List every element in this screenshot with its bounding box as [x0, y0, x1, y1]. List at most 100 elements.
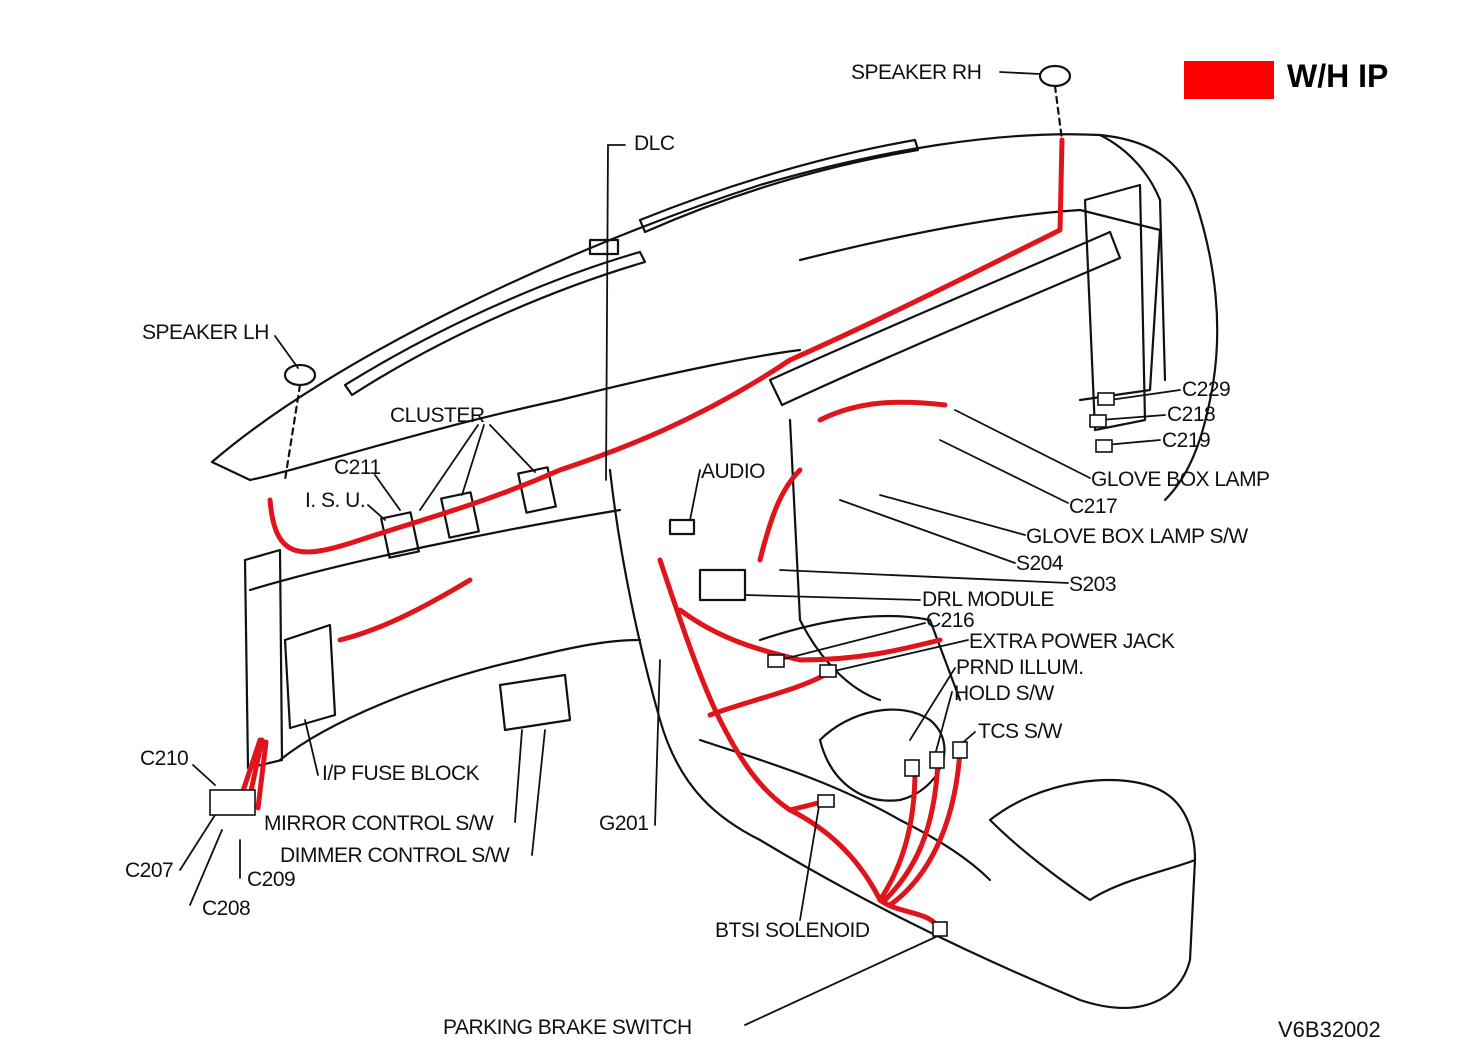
leader-c229 [1109, 389, 1181, 401]
label-dimmer-control-sw: DIMMER CONTROL S/W [280, 844, 510, 867]
harness-drl [757, 467, 803, 563]
label-btsi-solenoid: BTSI SOLENOID [715, 919, 870, 942]
audio-connector [668, 518, 696, 536]
harness-shifter-3 [887, 747, 963, 908]
connector-extra-power [819, 664, 837, 678]
right-bracket [1083, 183, 1147, 432]
label-audio: AUDIO [701, 460, 766, 483]
connector-hold [929, 751, 945, 769]
harness-console-branch [677, 607, 943, 663]
leader-glove-box-lamp-sw [879, 494, 1026, 536]
defrost-vent-long [343, 250, 647, 397]
label-c210: C210 [140, 747, 189, 770]
connector-c229 [1097, 392, 1115, 406]
leader-mirror-control [514, 729, 523, 823]
cluster-pod-1 [380, 511, 420, 559]
label-mirror-control-sw: MIRROR CONTROL S/W [264, 812, 494, 835]
leader-c208 [189, 829, 223, 906]
label-glove-box-lamp-sw: GLOVE BOX LAMP S/W [1026, 525, 1248, 548]
label-tcs-sw: TCS S/W [978, 720, 1063, 743]
cross-car-beam [768, 230, 1122, 407]
center-stack-left [608, 468, 762, 842]
dash-right-inner [1098, 133, 1167, 382]
leader-btsi [799, 799, 821, 921]
connector-prnd [904, 759, 920, 777]
label-extra-power-jack: EXTRA POWER JACK [969, 630, 1175, 653]
harness-center-drop [657, 557, 883, 903]
harness-shifter-2 [882, 757, 941, 903]
console-front [758, 614, 962, 702]
connector-c218 [1089, 414, 1107, 428]
harness-shifter-1 [877, 767, 918, 903]
dashboard-top-outline [210, 133, 1197, 464]
connector-tcs [952, 741, 968, 759]
leader-prnd-illum [909, 667, 956, 741]
speaker-lh-body [283, 363, 317, 387]
label-c207: C207 [125, 859, 174, 882]
connector-c210 [209, 789, 256, 816]
leader-parking-brake [744, 934, 941, 1026]
leader-cluster-3 [489, 424, 536, 473]
leader-dimmer-control [531, 729, 546, 856]
connector-c219 [1095, 439, 1113, 453]
connector-c216 [767, 654, 785, 668]
speaker-lh-lead [283, 383, 302, 482]
leader-cluster-1 [419, 424, 479, 511]
harness-extra-power [707, 669, 833, 718]
left-bracket [243, 548, 284, 770]
label-c219: C219 [1162, 429, 1211, 452]
console-lid [988, 778, 1197, 902]
harness-main-trunk [267, 137, 1065, 555]
label-isu: I. S. U. [305, 489, 366, 512]
label-parking-brake-switch: PARKING BRAKE SWITCH [443, 1016, 692, 1039]
leader-ip-fuse-block [304, 719, 319, 776]
label-dlc: DLC [634, 132, 675, 155]
leader-cluster-2 [461, 424, 485, 496]
leader-extra-power-jack [829, 639, 969, 673]
harness-parking-brake [877, 897, 943, 933]
label-c209: C209 [247, 868, 296, 891]
label-c217: C217 [1069, 495, 1118, 518]
speaker-rh-lead [1053, 84, 1064, 142]
leader-s204 [839, 499, 1016, 564]
leader-speaker-lh [274, 335, 299, 369]
leader-audio [689, 469, 701, 521]
label-c218: C218 [1167, 403, 1216, 426]
leader-c219 [1104, 439, 1161, 446]
shifter-gate [818, 708, 946, 802]
console-top [758, 838, 1197, 1009]
leader-g201 [654, 659, 661, 826]
label-speaker-rh: SPEAKER RH [851, 61, 982, 84]
fuse-block [283, 623, 337, 730]
label-speaker-lh: SPEAKER LH [142, 321, 269, 344]
label-c229: C229 [1182, 378, 1231, 401]
label-hold-sw: HOLD S/W [954, 682, 1054, 705]
knee-bolster [248, 508, 622, 592]
harness-glovebox [817, 399, 948, 423]
label-drl-module: DRL MODULE [922, 588, 1054, 611]
center-sensor [588, 238, 620, 256]
leader-dlc [605, 144, 626, 481]
leader-c211 [374, 474, 401, 511]
drawing-number: V6B32002 [1278, 1017, 1381, 1042]
connector-btsi [817, 794, 835, 808]
label-s203: S203 [1069, 573, 1117, 596]
label-c211: C211 [334, 456, 381, 479]
label-g201: G201 [599, 812, 649, 835]
connector-parking-brake [932, 921, 948, 937]
speaker-rh-body [1038, 64, 1072, 88]
dimmer-mirror-switch-body [498, 673, 572, 732]
glove-box-outline [798, 208, 1162, 402]
dash-right-side [1163, 198, 1219, 502]
leader-speaker-rh [999, 71, 1041, 75]
drl-module-body [698, 568, 747, 602]
defrost-vent-right [638, 138, 920, 234]
label-c216: C216 [926, 609, 975, 632]
dashboard-front-edge [210, 348, 802, 482]
leader-hold-sw [934, 691, 953, 756]
label-cluster: CLUSTER [390, 404, 485, 427]
harness-branch-lower [337, 577, 473, 643]
leader-s203 [779, 569, 1069, 584]
leader-isu [367, 504, 386, 521]
